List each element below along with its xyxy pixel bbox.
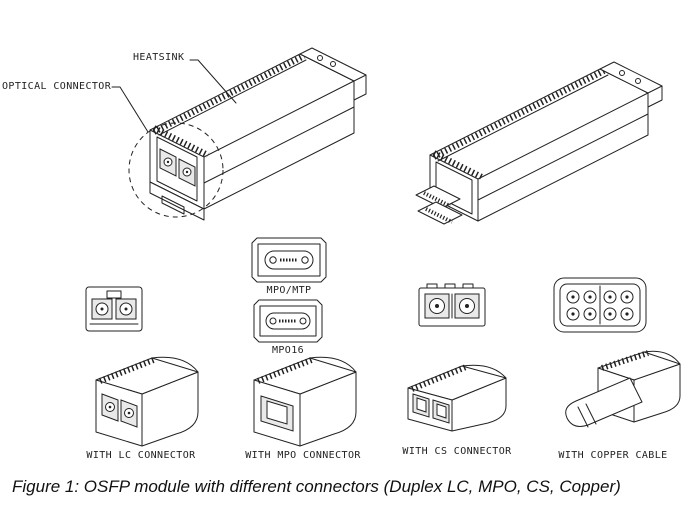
cs-fiber-dot xyxy=(435,304,439,308)
heatsink-fin-inner-line xyxy=(437,74,609,162)
heatsink-fin-band xyxy=(256,356,316,384)
mpo-face-inner xyxy=(257,243,321,277)
with-mpo-connector-label: WITH MPO CONNECTOR xyxy=(245,450,361,461)
tail-screw xyxy=(330,61,336,67)
module-body xyxy=(149,53,355,210)
heatsink-fin-inner-line xyxy=(158,59,307,136)
front-latch-tab xyxy=(161,195,185,215)
guide-pin-hole xyxy=(269,256,277,264)
pin-dot xyxy=(588,312,592,316)
copper-face-drawing xyxy=(553,277,647,333)
hood-side xyxy=(633,363,681,423)
hood-top-curve xyxy=(309,356,357,373)
hood-side xyxy=(141,371,199,447)
lc-fiber-dot xyxy=(166,160,170,164)
with-cs-connector-label: WITH CS CONNECTOR xyxy=(402,446,512,457)
pin-dot xyxy=(571,312,575,316)
hood-top-curve xyxy=(151,356,199,373)
heatsink-front-fin-band xyxy=(432,150,484,180)
inspection-circle xyxy=(128,122,224,218)
lc-fiber-dot xyxy=(185,170,189,174)
mpo-connector-iso-drawing xyxy=(253,356,357,447)
boot-rib xyxy=(585,403,597,425)
module-side-midline xyxy=(477,113,649,201)
heatsink-fin-band xyxy=(410,364,468,392)
pin-dot xyxy=(571,295,575,299)
boot-rib xyxy=(577,406,589,428)
copper-cable-iso-drawing xyxy=(565,350,681,428)
lc-connector-iso-drawing xyxy=(95,356,199,447)
tail-block-side xyxy=(647,85,663,108)
front-opening xyxy=(435,161,473,215)
heatsink-leader-line xyxy=(189,59,237,104)
copper-face-inner xyxy=(559,283,641,327)
heatsink-label: HEATSINK xyxy=(133,52,185,63)
pin-dot xyxy=(625,295,629,299)
heatsink-front-fin-band xyxy=(152,125,210,158)
pin-dot xyxy=(608,312,612,316)
front-opening xyxy=(156,136,198,202)
lc-fiber-dot xyxy=(108,405,112,409)
mpo16-face-drawing xyxy=(253,299,323,343)
pin-dot xyxy=(608,295,612,299)
optical-connector-label: OPTICAL CONNECTOR xyxy=(2,81,112,92)
cs-port-inner xyxy=(436,403,447,419)
osfp-module-front-iso-drawing xyxy=(128,47,367,221)
heatsink-fin-band xyxy=(98,356,158,384)
mpo-port-inner xyxy=(266,400,288,425)
mpo16-face-inner xyxy=(259,305,317,337)
mpo-mtp-label: MPO/MTP xyxy=(266,285,312,296)
lc-fiber-dot xyxy=(124,307,128,311)
edge-tongue xyxy=(417,201,463,225)
guide-pin-hole xyxy=(269,317,277,325)
hood-top-curve xyxy=(643,350,681,365)
cs-face-drawing xyxy=(418,283,486,327)
front-nose-strip xyxy=(149,181,205,221)
figure-caption: Figure 1: OSFP module with different con… xyxy=(12,477,621,496)
osfp-module-rear-iso-drawing xyxy=(415,61,663,225)
hood-side xyxy=(451,377,507,432)
hood-side xyxy=(299,371,357,447)
mpo16-label: MPO16 xyxy=(271,345,305,356)
cs-port-inner xyxy=(416,397,427,413)
lc-latch-tab xyxy=(106,290,122,299)
pin-dot xyxy=(588,295,592,299)
pin-dot xyxy=(625,312,629,316)
cable-boot xyxy=(565,377,643,427)
tail-block-side xyxy=(353,74,367,101)
with-copper-cable-label: WITH COPPER CABLE xyxy=(558,450,668,461)
guide-pin-hole xyxy=(299,317,307,325)
lc-fiber-dot xyxy=(100,307,104,311)
tail-screw xyxy=(635,78,641,84)
with-lc-connector-label: WITH LC CONNECTOR xyxy=(86,450,196,461)
module-side-midline xyxy=(203,106,355,184)
mpo-mtp-face-drawing xyxy=(251,237,327,283)
optical-connector-leader-line xyxy=(111,86,149,133)
lc-duplex-face-drawing xyxy=(85,286,143,332)
tail-screw xyxy=(317,55,323,61)
heatsink-fin-band xyxy=(432,68,606,160)
hood-top-curve xyxy=(461,364,507,379)
cs-connector-iso-drawing xyxy=(407,364,507,432)
lc-fiber-dot xyxy=(127,411,131,415)
guide-pin-hole xyxy=(301,256,309,264)
lc-face-housing xyxy=(85,286,143,332)
tail-screw xyxy=(619,70,625,76)
cs-fiber-dot xyxy=(465,304,469,308)
